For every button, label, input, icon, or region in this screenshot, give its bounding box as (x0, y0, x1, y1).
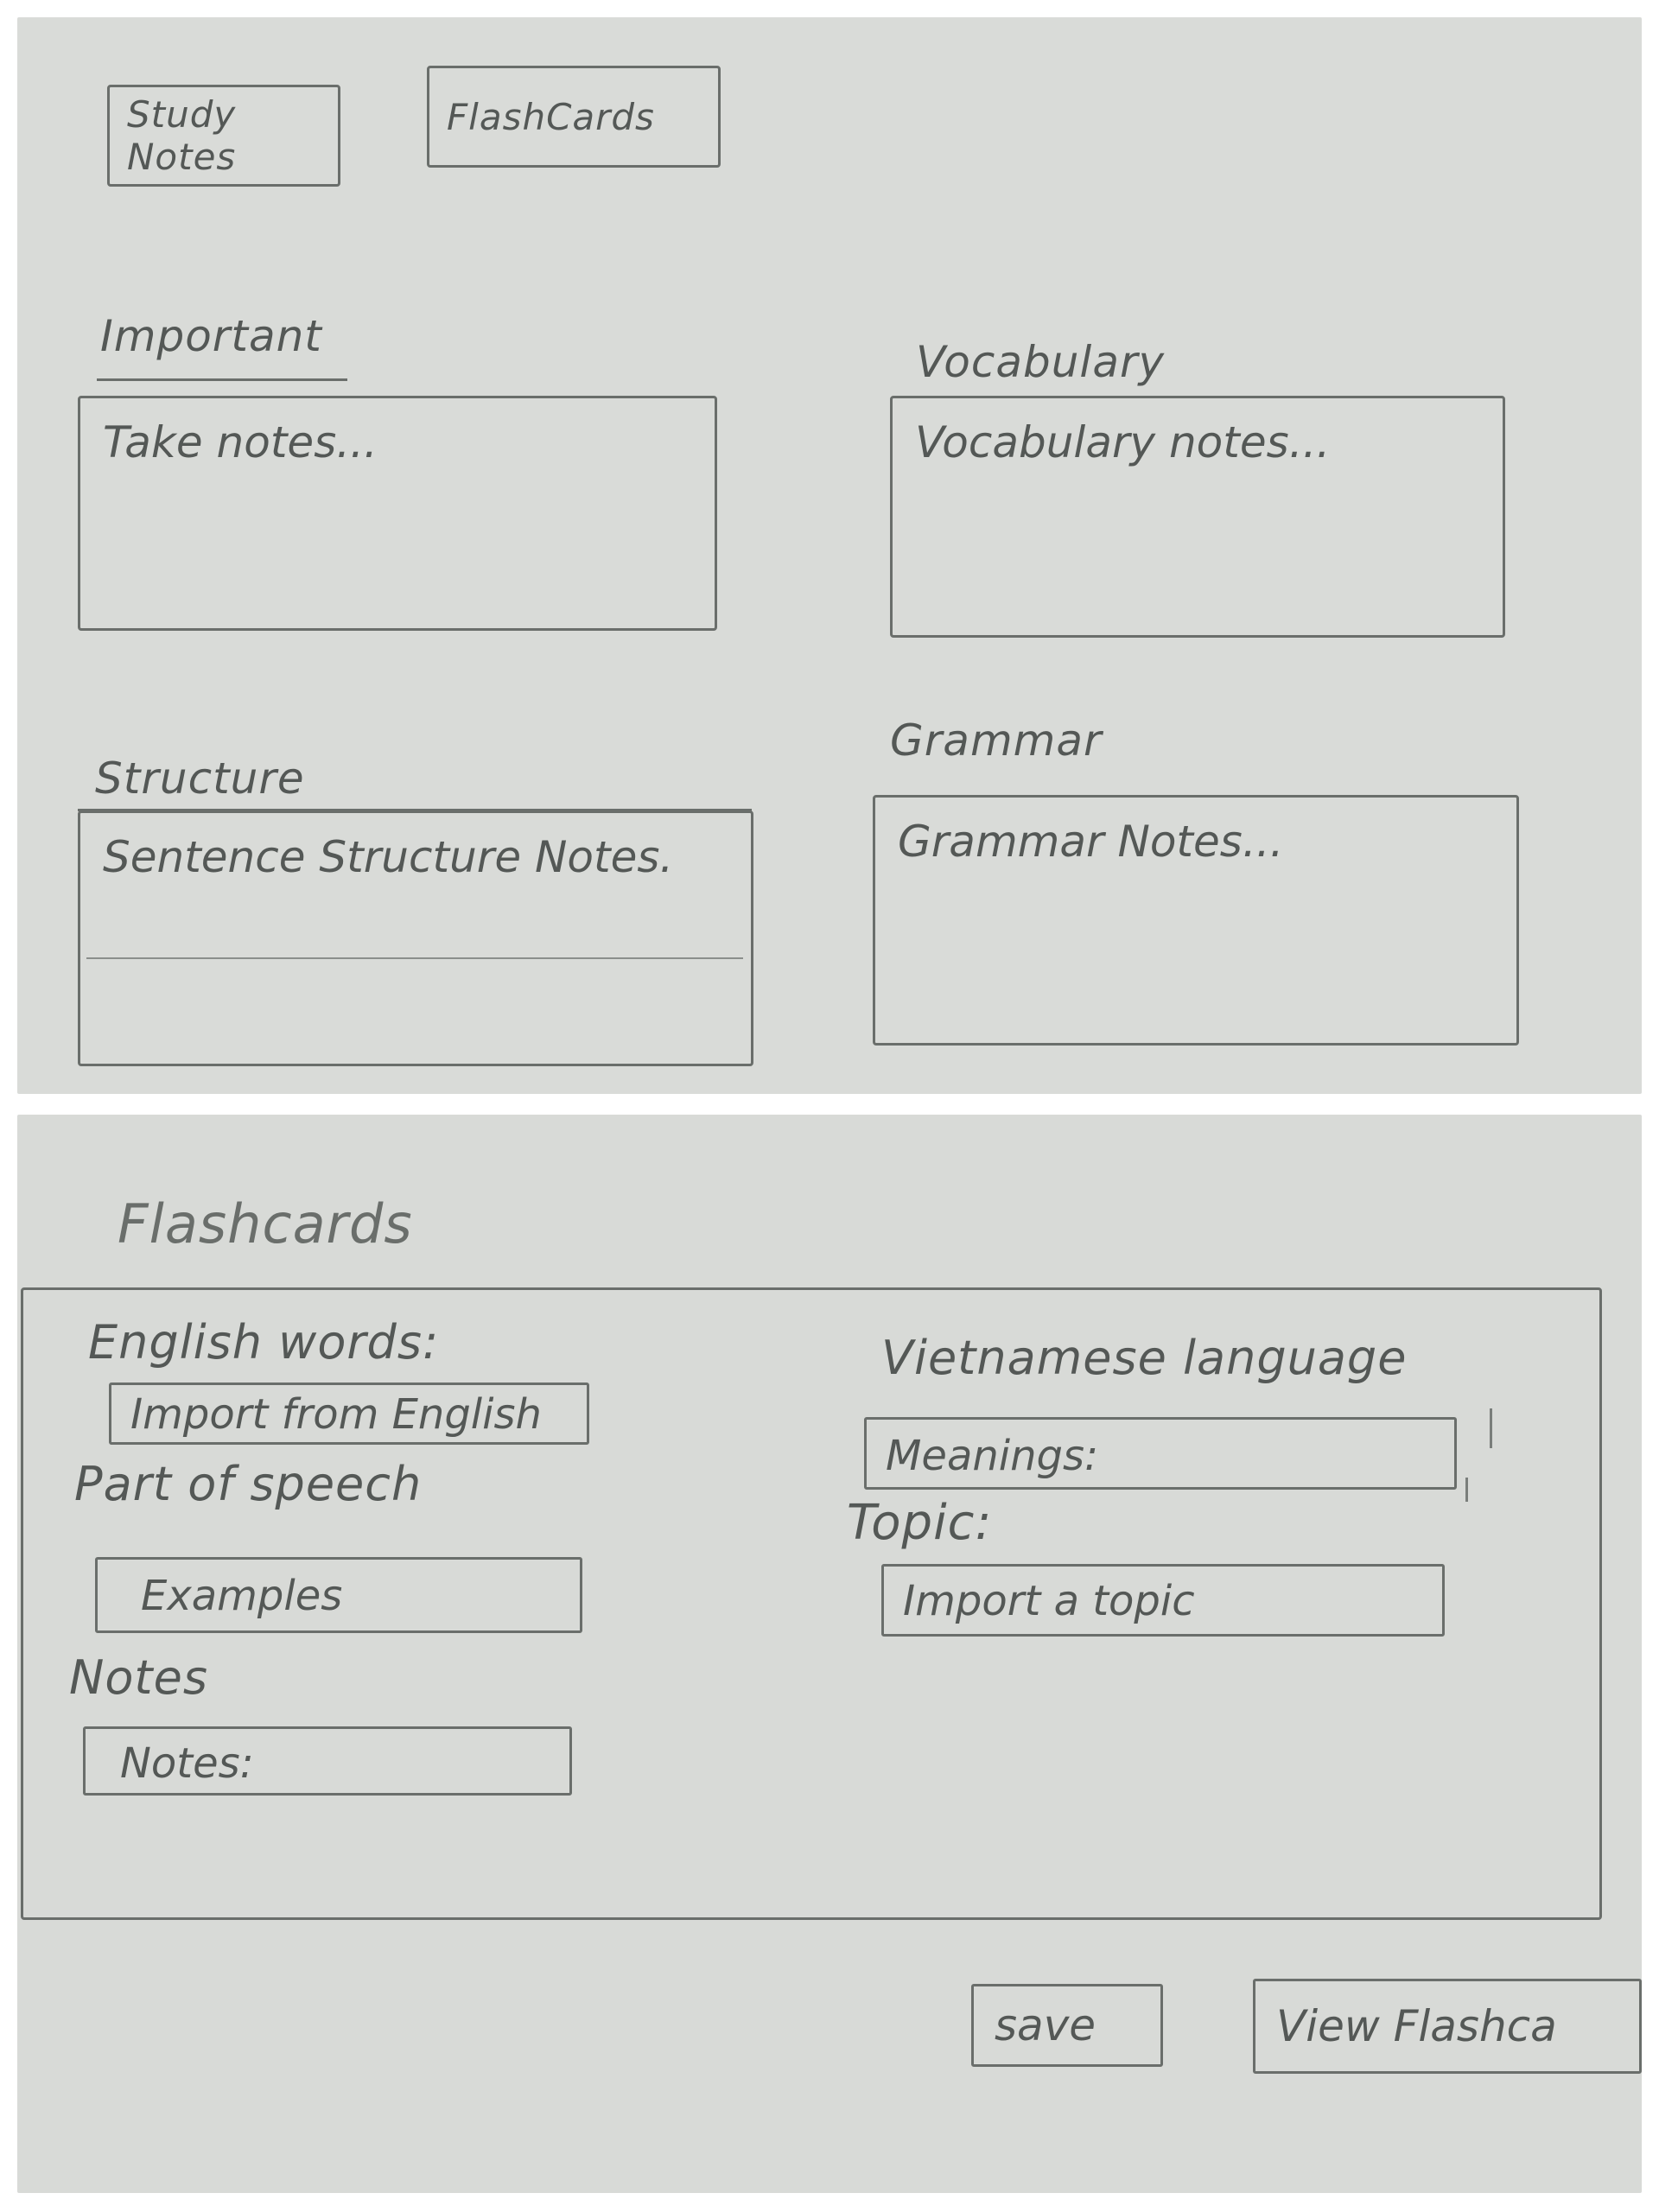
examples-placeholder: Examples (141, 1572, 343, 1620)
stray-mark (1490, 1408, 1492, 1448)
save-button-label: save (995, 2000, 1096, 2050)
view-flashcards-button[interactable]: View Flashca (1253, 1979, 1642, 2074)
tab-flashcards[interactable]: FlashCards (427, 66, 721, 168)
important-label: Important (100, 311, 322, 361)
grammar-notes-area[interactable]: Grammar Notes... (873, 795, 1519, 1046)
vocabulary-notes-placeholder: Vocabulary notes... (915, 417, 1331, 467)
study-notes-panel: Study Notes FlashCards Important Take no… (17, 17, 1642, 1094)
examples-input[interactable]: Examples (95, 1557, 582, 1633)
grammar-label: Grammar (890, 715, 1103, 766)
meanings-input[interactable]: Meanings: (864, 1417, 1457, 1490)
structure-notes-placeholder: Sentence Structure Notes. (103, 832, 674, 882)
notes-label: Notes (69, 1650, 208, 1705)
flashcards-title: Flashcards (118, 1192, 413, 1255)
flashcards-panel: Flashcards English words: Import from En… (17, 1115, 1642, 2193)
notes-placeholder: Notes: (120, 1739, 254, 1788)
meanings-placeholder: Meanings: (886, 1432, 1099, 1480)
structure-label: Structure (95, 753, 305, 804)
vocabulary-label: Vocabulary (916, 337, 1166, 387)
flashcard-form (21, 1287, 1602, 1920)
topic-label: Topic: (847, 1495, 993, 1551)
save-button[interactable]: save (971, 1984, 1163, 2067)
topic-placeholder: Import a topic (903, 1577, 1195, 1625)
tab-flashcards-label: FlashCards (447, 95, 655, 138)
vietnamese-language-label: Vietnamese language (881, 1331, 1408, 1385)
structure-notes-area[interactable]: Sentence Structure Notes. (78, 810, 753, 1066)
english-words-label: English words: (88, 1315, 440, 1370)
view-flashcards-button-label: View Flashca (1276, 2001, 1557, 2051)
topic-input[interactable]: Import a topic (881, 1564, 1445, 1637)
vocabulary-notes-area[interactable]: Vocabulary notes... (890, 396, 1505, 638)
tab-study-notes[interactable]: Study Notes (107, 85, 340, 187)
important-notes-area[interactable]: Take notes... (78, 396, 717, 631)
english-word-input[interactable]: Import from English (109, 1382, 589, 1445)
important-underline (97, 378, 347, 381)
english-word-placeholder: Import from English (130, 1390, 542, 1439)
structure-underline (78, 809, 752, 811)
important-notes-placeholder: Take notes... (103, 417, 378, 467)
notes-input[interactable]: Notes: (83, 1726, 572, 1796)
grammar-notes-placeholder: Grammar Notes... (898, 817, 1284, 867)
stray-mark (1465, 1478, 1468, 1502)
tab-study-notes-label: Study Notes (127, 93, 237, 178)
structure-ruled-line (86, 957, 743, 959)
part-of-speech-label: Part of speech (74, 1457, 423, 1511)
